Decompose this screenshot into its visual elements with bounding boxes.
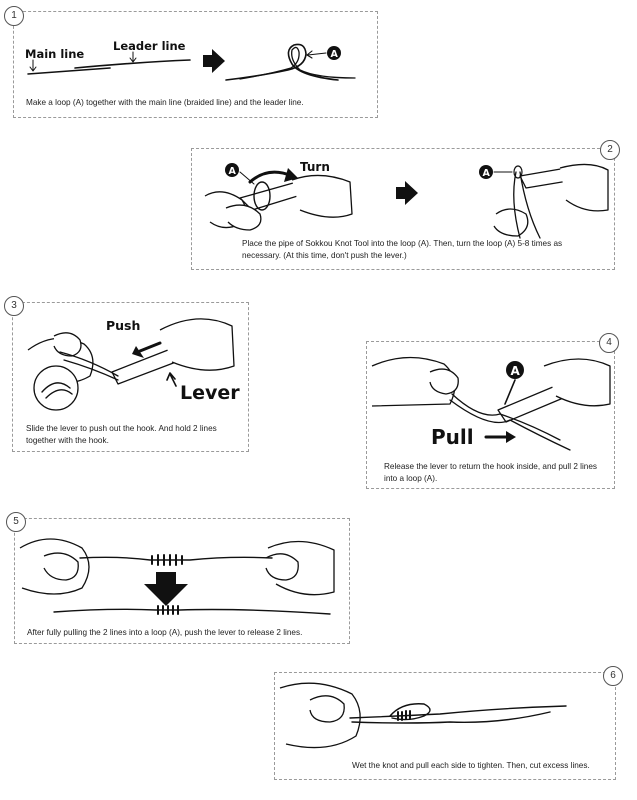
step-3-line-2: [63, 359, 119, 381]
step-4-line-1: [451, 393, 561, 441]
step-5-caption: After fully pulling the 2 lines into a l…: [27, 628, 303, 637]
push-label: Push: [106, 318, 140, 333]
step-4-hand-left: [371, 356, 456, 407]
step-3-line-1: [59, 351, 119, 377]
step-6-thumb: [309, 695, 345, 723]
pull-label: Pull: [431, 425, 474, 449]
step-4-line-2: [449, 399, 571, 451]
step-5-thumb-right: [265, 553, 299, 581]
step-5-knot-top: [151, 554, 183, 566]
main-line: [27, 67, 111, 75]
loop-a-callout-label: A: [331, 49, 339, 60]
hand-right: [291, 174, 353, 218]
step-2-next-arrow: [396, 181, 418, 205]
lever-label: Lever: [180, 382, 240, 404]
step-2-caption: Place the pipe of Sokkou Knot Tool into …: [242, 239, 563, 260]
step-1-panel: [13, 11, 378, 118]
step-4-thumb: [429, 368, 459, 395]
step-5-line-bottom: [53, 608, 331, 615]
step-6-line-upper: [349, 705, 567, 719]
step-2-hand-right: [559, 163, 609, 212]
step-2-panel: [191, 148, 615, 270]
step-2-a-callout-circle: [225, 163, 239, 177]
step-4-a-callout-label: A: [511, 364, 521, 378]
step-1-next-arrow: [203, 49, 225, 73]
step-2-a-callout-label-2: A: [483, 168, 491, 179]
push-arrow: [138, 341, 162, 353]
step-1-number-badge: 1: [4, 6, 24, 26]
leader-line-label: Leader line: [113, 39, 186, 53]
step-2-number-badge: 2: [600, 140, 620, 160]
step-5-knot-bottom: [157, 605, 179, 615]
push-arrow-head: [132, 346, 144, 358]
hand-finger: [225, 204, 262, 231]
step-6-number-badge: 6: [603, 666, 623, 686]
loop-leader-line: [239, 46, 356, 80]
loop-callout-arrow: [306, 50, 327, 59]
step-5-down-arrow: [144, 572, 188, 606]
loop-coil: [253, 181, 271, 211]
pull-arrow-head: [506, 431, 516, 443]
step-5-number-badge: 5: [6, 512, 26, 532]
step-3-thumb: [53, 332, 82, 357]
step-3-hand-right: [159, 318, 235, 371]
step-2-a-callout-label: A: [229, 166, 237, 177]
turn-label: Turn: [300, 160, 330, 174]
step-4-caption: Release the lever to return the hook ins…: [384, 462, 598, 483]
step-2-hand-bottom: [493, 208, 529, 237]
step-1-caption: Make a loop (A) together with the main l…: [26, 98, 304, 107]
leader-line-arrow: [129, 51, 137, 63]
leader-line: [74, 59, 191, 69]
lever-pointer: [166, 372, 177, 387]
step-6-line-lower: [351, 711, 551, 724]
loop-a-callout-circle: [327, 46, 341, 60]
step-4-hand-right: [543, 358, 611, 407]
step-6-knot-loop: [389, 703, 431, 721]
step-5-thumb-left: [43, 552, 79, 581]
main-line-arrow: [29, 59, 37, 72]
step-4-a-callout-circle: [506, 361, 524, 379]
step-3-number-badge: 3: [4, 296, 24, 316]
step-2-coil-right: [513, 165, 523, 179]
step-2-lines-right: [513, 171, 541, 239]
step-3-inset-circle: [33, 365, 79, 411]
main-line-label: Main line: [25, 47, 84, 61]
step-3-caption: Slide the lever to push out the hook. An…: [26, 424, 217, 445]
step-2-a-callout-circle-2: [479, 165, 493, 179]
step-6-caption: Wet the knot and pull each side to tight…: [352, 761, 590, 770]
turn-arrow-head: [284, 168, 298, 182]
step-5-line-top: [79, 556, 273, 561]
step-3-inset-hook: [41, 382, 73, 399]
step-4-number-badge: 4: [599, 333, 619, 353]
